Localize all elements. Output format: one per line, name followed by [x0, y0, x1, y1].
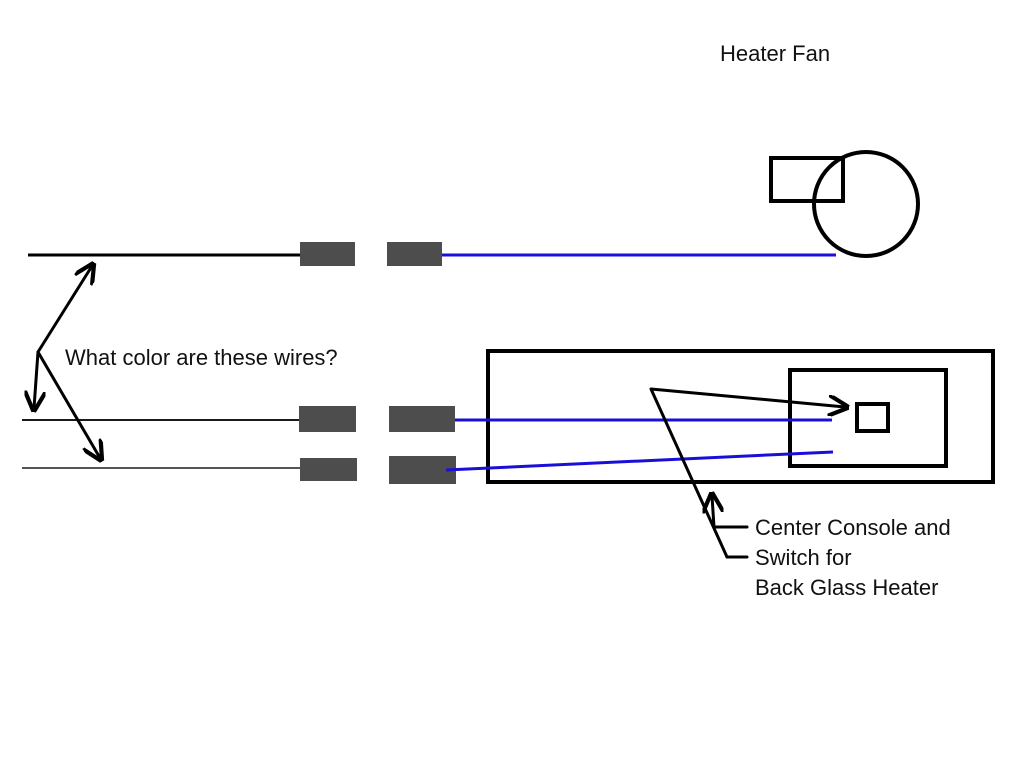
console-pointer	[649, 387, 845, 559]
blue-wire-to-switch-bottom	[445, 450, 834, 472]
console-label-line2: Switch for	[755, 545, 852, 570]
connector-top-left	[300, 242, 355, 266]
pointer-arrow-middle	[34, 350, 38, 408]
connector-bottom-left	[300, 458, 357, 481]
connector-middle-right	[389, 406, 455, 432]
switch-panel-box	[788, 368, 948, 468]
console-pointer-arrow-tip	[712, 496, 714, 529]
console-label-line1: Center Console and	[755, 515, 951, 540]
pointer-arrow-top	[36, 266, 92, 354]
heater-fan-motor	[812, 150, 920, 258]
center-console-box	[486, 349, 995, 484]
heater-fan-label: Heater Fan	[720, 41, 830, 66]
connector-bottom-right	[389, 456, 456, 484]
heater-fan-symbol	[769, 150, 920, 258]
connector-top-right	[387, 242, 442, 266]
question-pointers	[34, 266, 100, 458]
connector-middle-left	[299, 406, 356, 432]
pointer-arrow-bottom	[36, 350, 100, 458]
heater-fan-housing	[769, 156, 845, 203]
question-label: What color are these wires?	[65, 345, 338, 370]
back-glass-heater-switch	[855, 402, 890, 433]
console-label-line3: Back Glass Heater	[755, 575, 938, 600]
